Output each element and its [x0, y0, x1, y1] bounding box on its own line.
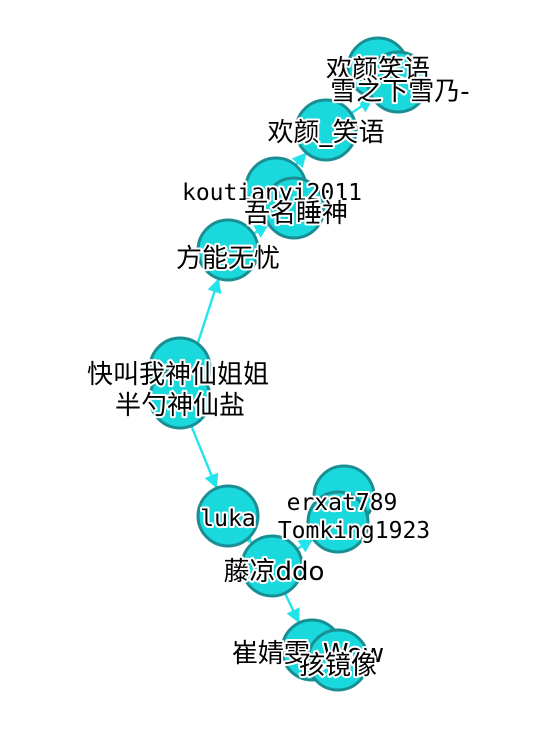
node-label: 雪之下雪乃- — [330, 77, 469, 107]
graph-node[interactable] — [366, 50, 430, 114]
graph-node[interactable] — [306, 628, 370, 692]
node-label: 孩镜像 — [299, 651, 377, 681]
nodes-layer — [148, 36, 430, 692]
node-label: 崔婧雯_Wow — [232, 639, 384, 669]
edge-n8-n9 — [190, 424, 219, 489]
node-label: erxat789 — [287, 490, 398, 516]
node-label: Tomking1923 — [278, 518, 430, 544]
edge-n3-n2 — [349, 97, 374, 115]
graph-node[interactable] — [294, 98, 358, 162]
graph-node[interactable] — [196, 484, 260, 548]
graph-node[interactable] — [306, 490, 370, 554]
node-label: koutianyi2011 — [182, 180, 362, 206]
node-label: luka — [200, 506, 255, 532]
graph-node[interactable] — [262, 176, 326, 240]
graph-node[interactable] — [196, 218, 260, 282]
edge-n12-n13 — [283, 591, 300, 624]
graph-node[interactable] — [240, 534, 304, 598]
node-label: 欢颜_笑语 — [267, 118, 384, 148]
node-label: 半勺神仙盐 — [115, 391, 245, 421]
node-label: 方能无忧 — [176, 244, 280, 274]
node-label: 藤凉ddo — [224, 557, 325, 587]
edge-n12-n11 — [295, 537, 314, 553]
graph-node[interactable] — [148, 366, 212, 430]
node-label: 吾名睡神 — [244, 199, 348, 229]
node-label: 快叫我神仙姐姐 — [87, 360, 269, 390]
node-label: 欢颜笑语 — [326, 55, 430, 85]
edge-n6-n5 — [252, 223, 270, 238]
edge-n4-n3 — [291, 152, 307, 168]
